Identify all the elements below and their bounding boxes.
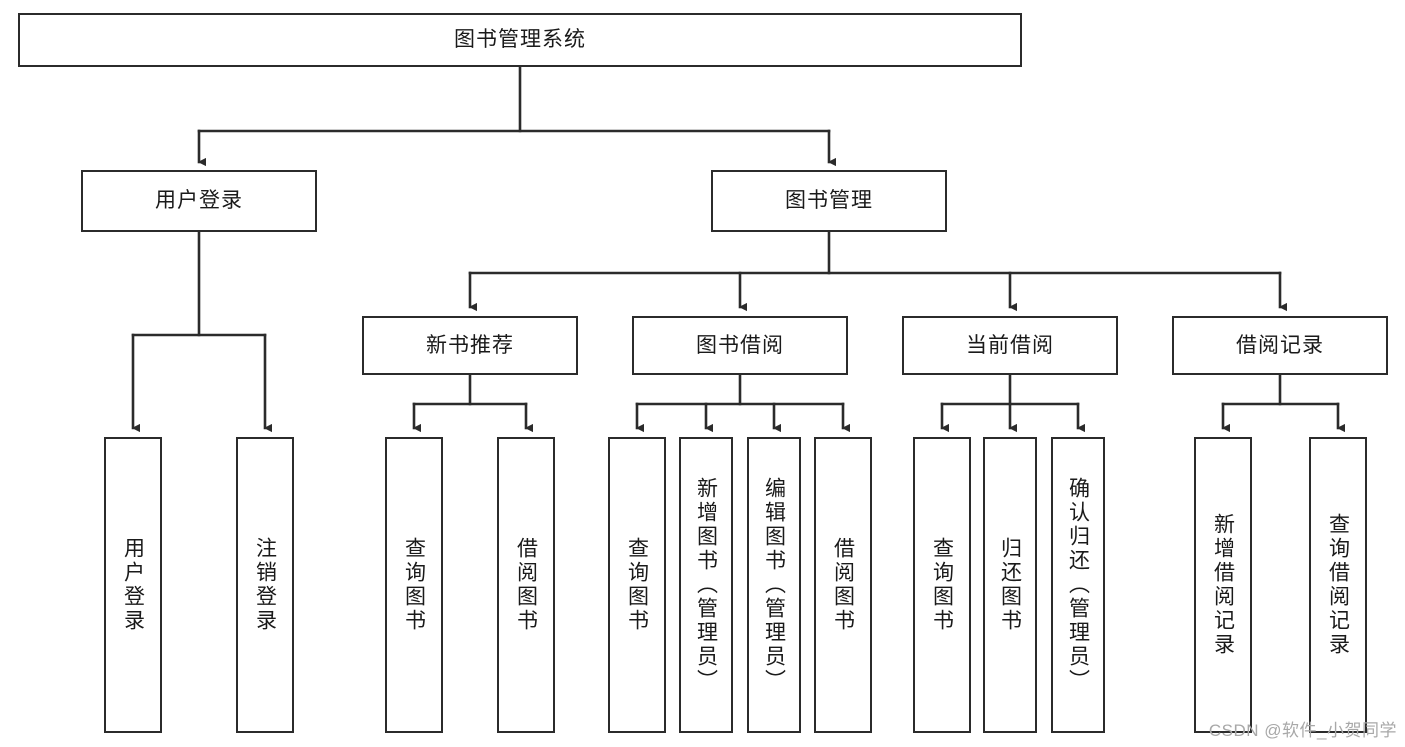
node-label: 借阅记录 xyxy=(1236,333,1324,357)
node-leaf-currentborrow-query-book[interactable]: 查询图书 xyxy=(913,437,971,733)
node-label: 新书推荐 xyxy=(426,333,514,357)
node-borrow-records[interactable]: 借阅记录 xyxy=(1172,316,1388,375)
node-label: 用户登录 xyxy=(155,189,243,213)
node-leaf-bookborrow-add-book-admin[interactable]: 新增图书（管理员） xyxy=(679,437,733,733)
node-leaf-user-logout[interactable]: 注销登录 xyxy=(236,437,294,733)
node-leaf-bookborrow-query-book[interactable]: 查询图书 xyxy=(608,437,666,733)
node-label: 新增借阅记录 xyxy=(1211,513,1235,657)
node-leaf-add-borrow-record[interactable]: 新增借阅记录 xyxy=(1194,437,1252,733)
node-label: 查询图书 xyxy=(625,537,649,633)
node-label: 图书借阅 xyxy=(696,333,784,357)
node-label: 借阅图书 xyxy=(831,537,855,633)
node-leaf-currentborrow-return-book[interactable]: 归还图书 xyxy=(983,437,1037,733)
node-leaf-bookborrow-borrow-book[interactable]: 借阅图书 xyxy=(814,437,872,733)
node-leaf-newbook-borrow-book[interactable]: 借阅图书 xyxy=(497,437,555,733)
watermark-text: CSDN @软件_小贺同学 xyxy=(1208,721,1397,740)
node-book-management[interactable]: 图书管理 xyxy=(711,170,947,232)
node-label: 当前借阅 xyxy=(966,333,1054,357)
node-current-borrow[interactable]: 当前借阅 xyxy=(902,316,1118,375)
node-label: 归还图书 xyxy=(998,537,1022,633)
node-user-login[interactable]: 用户登录 xyxy=(81,170,317,232)
node-label: 查询图书 xyxy=(402,537,426,633)
node-label: 查询借阅记录 xyxy=(1326,513,1350,657)
node-label: 新增图书（管理员） xyxy=(694,477,718,693)
node-leaf-currentborrow-confirm-return-admin[interactable]: 确认归还（管理员） xyxy=(1051,437,1105,733)
node-label: 查询图书 xyxy=(930,537,954,633)
node-leaf-user-login[interactable]: 用户登录 xyxy=(104,437,162,733)
node-root-book-management-system[interactable]: 图书管理系统 xyxy=(18,13,1022,67)
node-label: 借阅图书 xyxy=(514,537,538,633)
node-label: 用户登录 xyxy=(121,537,145,633)
node-new-book-recommend[interactable]: 新书推荐 xyxy=(362,316,578,375)
node-label: 编辑图书（管理员） xyxy=(762,477,786,693)
node-leaf-query-borrow-record[interactable]: 查询借阅记录 xyxy=(1309,437,1367,733)
node-label: 确认归还（管理员） xyxy=(1066,477,1090,693)
node-label: 注销登录 xyxy=(253,537,277,633)
node-label: 图书管理系统 xyxy=(454,28,586,52)
node-leaf-newbook-query-book[interactable]: 查询图书 xyxy=(385,437,443,733)
node-leaf-bookborrow-edit-book-admin[interactable]: 编辑图书（管理员） xyxy=(747,437,801,733)
node-label: 图书管理 xyxy=(785,189,873,213)
node-book-borrow[interactable]: 图书借阅 xyxy=(632,316,848,375)
